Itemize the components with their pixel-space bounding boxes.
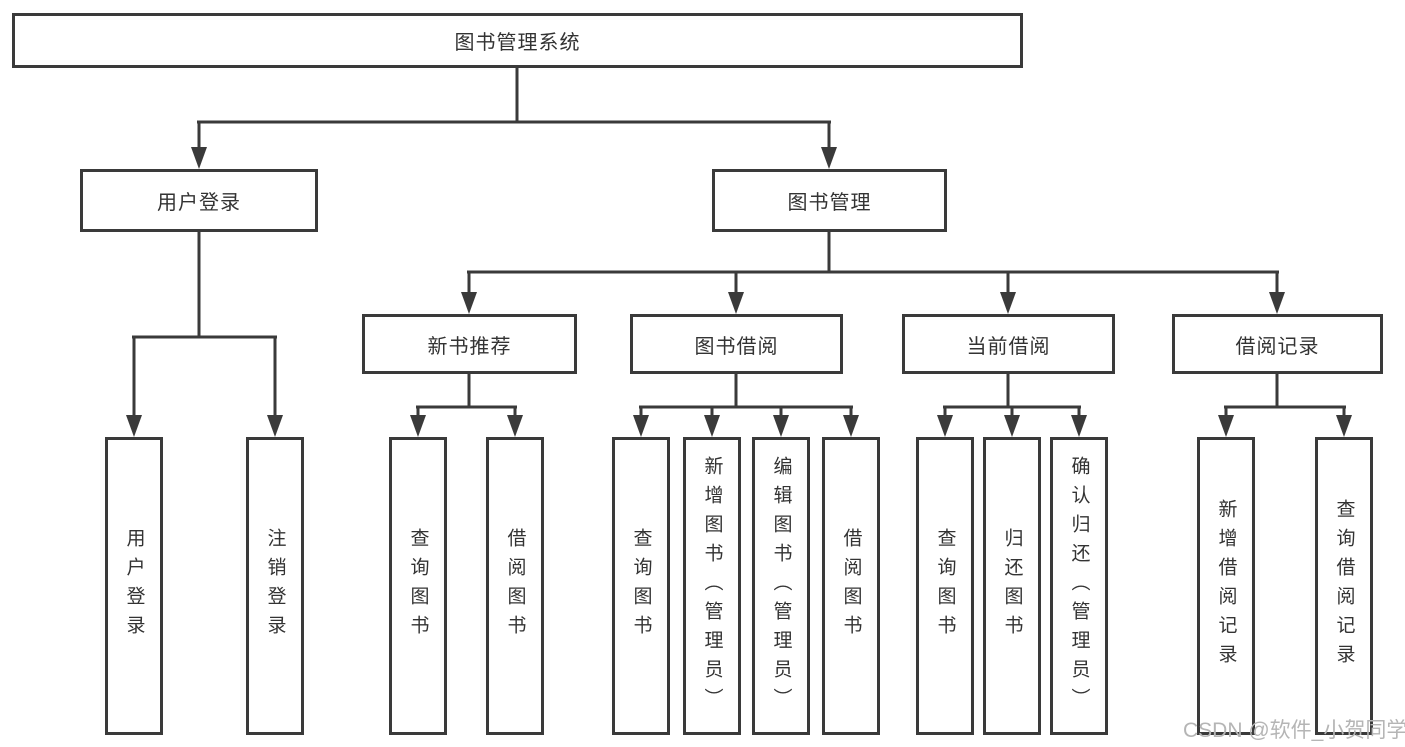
node-user-login-branch-label: 用户登录 xyxy=(157,192,241,214)
node-confirm-return-admin: 确认归还（管理员） xyxy=(1050,437,1108,735)
node-add-borrow-record: 新增借阅记录 xyxy=(1197,437,1255,735)
node-borrowing-records-label: 借阅记录 xyxy=(1235,335,1320,358)
node-return-books-label: 归还图书 xyxy=(1001,528,1023,644)
connector-root-to-level1 xyxy=(191,68,837,169)
node-query-books-borrowing: 查询图书 xyxy=(612,437,670,735)
node-book-borrowing: 图书借阅 xyxy=(630,314,843,374)
connector-book-management-to-level2 xyxy=(461,232,1285,314)
node-borrow-books-borrowing: 借阅图书 xyxy=(822,437,880,735)
node-logout-login: 注销登录 xyxy=(246,437,304,735)
connector-user-login-branch xyxy=(126,232,283,437)
node-library-system: 图书管理系统 xyxy=(12,13,1023,68)
node-query-books-recommend-label: 查询图书 xyxy=(407,528,429,644)
node-confirm-return-admin-label: 确认归还（管理员） xyxy=(1068,455,1090,717)
node-edit-books-admin: 编辑图书（管理员） xyxy=(752,437,810,735)
node-add-books-admin: 新增图书（管理员） xyxy=(683,437,741,735)
connector-book-borrowing xyxy=(633,374,859,437)
node-query-borrow-record: 查询借阅记录 xyxy=(1315,437,1373,735)
connector-borrowing-records xyxy=(1218,374,1352,437)
node-current-borrowing: 当前借阅 xyxy=(902,314,1115,374)
node-book-management-label: 图书管理 xyxy=(787,192,872,214)
connector-new-book-recommend xyxy=(410,374,523,437)
node-add-borrow-record-label: 新增借阅记录 xyxy=(1215,499,1237,673)
node-edit-books-admin-label: 编辑图书（管理员） xyxy=(770,455,792,717)
node-new-book-recommend: 新书推荐 xyxy=(362,314,577,374)
node-book-borrowing-label: 图书借阅 xyxy=(694,335,779,358)
node-borrow-books-recommend: 借阅图书 xyxy=(486,437,544,735)
node-query-books-recommend: 查询图书 xyxy=(389,437,447,735)
node-query-books-current: 查询图书 xyxy=(916,437,974,735)
node-borrowing-records: 借阅记录 xyxy=(1172,314,1383,374)
node-borrow-books-recommend-label: 借阅图书 xyxy=(504,528,526,644)
node-new-book-recommend-label: 新书推荐 xyxy=(427,335,512,358)
node-query-borrow-record-label: 查询借阅记录 xyxy=(1333,499,1355,673)
node-query-books-borrowing-label: 查询图书 xyxy=(630,528,652,644)
node-library-system-label: 图书管理系统 xyxy=(454,32,581,54)
node-borrow-books-borrowing-label: 借阅图书 xyxy=(840,528,862,644)
node-current-borrowing-label: 当前借阅 xyxy=(966,335,1051,358)
node-add-books-admin-label: 新增图书（管理员） xyxy=(701,455,723,717)
node-user-login-branch: 用户登录 xyxy=(80,169,318,232)
node-query-books-current-label: 查询图书 xyxy=(934,528,956,644)
watermark: CSDN @软件_小贺同学 xyxy=(1183,719,1405,742)
connector-current-borrowing xyxy=(937,374,1087,437)
node-user-login: 用户登录 xyxy=(105,437,163,735)
node-logout-login-label: 注销登录 xyxy=(264,528,286,644)
node-book-management: 图书管理 xyxy=(712,169,947,232)
node-user-login-label: 用户登录 xyxy=(123,528,145,644)
node-return-books: 归还图书 xyxy=(983,437,1041,735)
